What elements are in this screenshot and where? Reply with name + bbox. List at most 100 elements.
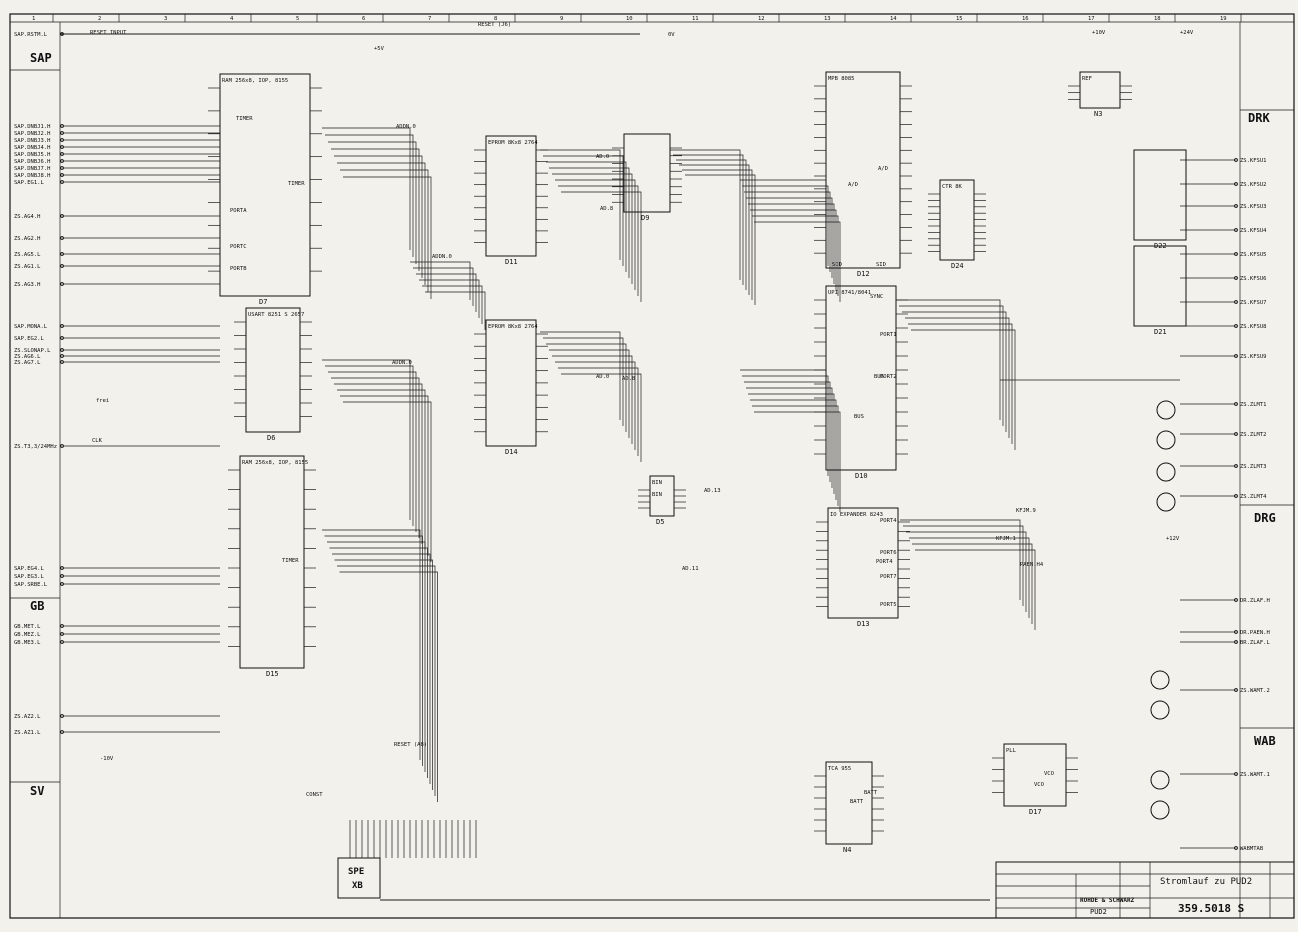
- section-gb-label: GB: [30, 599, 44, 613]
- left-signal-label: ZS.AG7.L: [14, 360, 41, 366]
- bus-label: KFJM.1: [996, 536, 1016, 542]
- left-signal-list: SAP.RSTM.LSAP.DNBJ1.HSAP.DNBJ2.HSAP.DNBJ…: [14, 32, 220, 736]
- annotation: SOD: [832, 262, 842, 268]
- left-signal-label: SAP.DNBJ4.H: [14, 145, 50, 151]
- column-number: 19: [1220, 16, 1227, 22]
- chip-title: USART 8251 S 2657: [248, 312, 304, 318]
- svg-text:BIN: BIN: [652, 492, 662, 498]
- right-signal-label: ZS.KFSU9: [1240, 354, 1267, 360]
- annotation: PORT2: [880, 374, 897, 380]
- annotation: PORT1: [880, 332, 897, 338]
- column-number: 13: [824, 16, 831, 22]
- chip-ref: D15: [266, 670, 279, 678]
- right-signal-label: ZS.WAMT.1: [1240, 772, 1270, 778]
- chip-title: RAM 256x8, IOP, 8155: [242, 460, 308, 466]
- bus-labels: ADDN.0ADDN.0ADDN.0AD.0AD.0AD.8AD.8AD.13A…: [90, 22, 1194, 798]
- left-signal-label: SAP.RSTM.L: [14, 32, 48, 38]
- right-signal-label: ZS.ZLMT4: [1240, 494, 1267, 500]
- column-number: 2: [98, 16, 101, 22]
- chip-ref: D21: [1154, 328, 1167, 336]
- chip-title: MPB 8085: [828, 76, 855, 82]
- right-signal-label: ZS.KFSU2: [1240, 182, 1267, 188]
- title-block: Stromlauf zu PUD2 359.5018 S ROHDE & SCH…: [995, 861, 1295, 919]
- chip-ref: D14: [505, 448, 518, 456]
- annotation: frei: [96, 398, 109, 404]
- section-drg-label: DRG: [1254, 511, 1276, 525]
- column-number: 6: [362, 16, 365, 22]
- right-signal-label: ZS.KFSU6: [1240, 276, 1267, 282]
- left-signal-label: SAP.DNBJ8.H: [14, 173, 50, 179]
- chip-title: CTR 8K: [942, 184, 963, 190]
- left-signal-label: GB.MEZ.L: [14, 632, 41, 638]
- bus-label: AD.0: [596, 154, 609, 160]
- bus-label: PAEN.H4: [1020, 562, 1044, 568]
- column-number: 5: [296, 16, 299, 22]
- chip-title: EPROM 8Kx8 2764: [488, 324, 538, 330]
- left-signal-label: ZS.AG5.L: [14, 252, 41, 258]
- bus-label: ADDN.0: [396, 124, 416, 130]
- chip-title: EPROM 8Kx8 2764: [488, 140, 538, 146]
- section-wab-label: WAB: [1254, 734, 1276, 748]
- left-signal-label: SAP.DNBJ1.H: [14, 124, 50, 130]
- annotation: BATT: [864, 790, 878, 796]
- unit-name: PUD2: [1090, 908, 1107, 916]
- annotation: CONST: [306, 792, 323, 798]
- bus-label: AD.8: [600, 206, 613, 212]
- left-signal-label: SAP.EG4.L: [14, 566, 44, 572]
- left-signal-label: SAP.DNBJ7.H: [14, 166, 50, 172]
- bus-label: ADDN.0: [432, 254, 452, 260]
- chip-title: RAM 256x8, IOP, 8155: [222, 78, 288, 84]
- annotation: PORT7: [880, 574, 897, 580]
- right-signal-label: ZS.ZLMT3: [1240, 464, 1267, 470]
- annotation: PORTB: [230, 266, 247, 272]
- column-number: 15: [956, 16, 963, 22]
- annotation: SID: [876, 262, 886, 268]
- left-signal-label: ZS.AG4.H: [14, 214, 41, 220]
- right-signal-label: ZS.KFSU8: [1240, 324, 1267, 330]
- left-signal-label: GB.ME3.L: [14, 640, 41, 646]
- chip-title: REF: [1082, 76, 1092, 82]
- chip-ref: D10: [855, 472, 868, 480]
- rail-label: 0V: [668, 32, 675, 38]
- left-signal-label: SAP.DNBJ5.H: [14, 152, 50, 158]
- annotation: RESET (J6): [478, 22, 511, 28]
- svg-text:TIMER: TIMER: [282, 558, 299, 564]
- left-signal-label: ZS.AZ2.L: [14, 714, 41, 720]
- annotation: PORTC: [230, 244, 247, 250]
- svg-text:XB: XB: [352, 881, 363, 891]
- annotation: PORT6: [880, 550, 897, 556]
- right-signal-label: ZS.KFSU1: [1240, 158, 1267, 164]
- svg-text:BUS: BUS: [874, 374, 884, 380]
- right-signal-label: ZS.ZLMT1: [1240, 402, 1267, 408]
- left-signal-label: ZS.AG2.H: [14, 236, 41, 242]
- svg-text:TIMER: TIMER: [288, 181, 305, 187]
- left-signal-label: ZS.AZ1.L: [14, 730, 41, 736]
- chip-title: TCA 955: [828, 766, 851, 772]
- column-number: 9: [560, 16, 563, 22]
- chip-ref: D9: [641, 214, 649, 222]
- column-number: 4: [230, 16, 234, 22]
- bus-label: AD.11: [682, 566, 699, 572]
- chip-ref: D17: [1029, 808, 1042, 816]
- annotation: BUS: [854, 414, 864, 420]
- column-number: 7: [428, 16, 431, 22]
- rail-label: +12V: [1166, 536, 1180, 542]
- bus-label: AD.0: [596, 374, 609, 380]
- right-signal-label: ZS.ZLMT2: [1240, 432, 1267, 438]
- left-signal-label: SAP.DNBJ3.H: [14, 138, 50, 144]
- svg-text:BATT: BATT: [850, 799, 864, 805]
- rail-label: +10V: [1092, 30, 1106, 36]
- column-number: 11: [692, 16, 699, 22]
- column-number: 18: [1154, 16, 1161, 22]
